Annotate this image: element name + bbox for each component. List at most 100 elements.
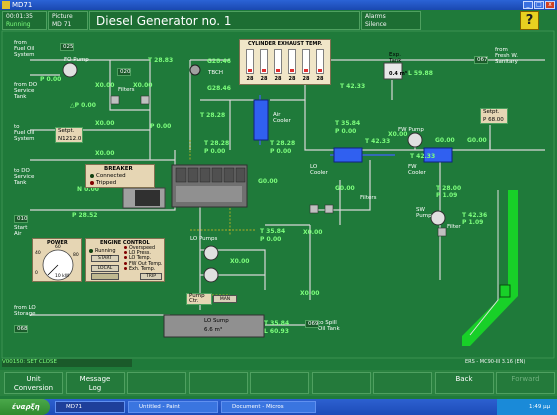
maximize-button[interactable]: □	[534, 1, 544, 9]
lo-filters-label: Filters	[360, 195, 377, 201]
sim-state: Running	[6, 21, 31, 28]
breaker-title: BREAKER	[104, 166, 133, 172]
taskbar-item-document[interactable]: Document - Micros	[221, 401, 316, 413]
picture-label: Picture	[52, 13, 73, 20]
breaker-tripped[interactable]: Tripped	[90, 180, 116, 186]
exp-tank-level: 0.4 m³	[389, 71, 407, 77]
fw-pump-label: FW Pump	[398, 127, 424, 133]
tbch-g1: G28.46	[207, 58, 231, 65]
breaker-panel: BREAKER Connected Tripped	[85, 164, 155, 188]
local-button[interactable]: LOCAL	[91, 265, 119, 272]
tag-068[interactable]: 068	[14, 325, 28, 333]
fo-pressure-2: P 0.00	[150, 123, 172, 130]
exp-tank-label: Exp.Tank	[389, 52, 402, 64]
cylinder-bar-5	[302, 49, 310, 74]
engine-temp-1: T 28.28	[204, 140, 230, 147]
exp-tank-temp: T 42.33	[340, 83, 366, 90]
fw-setpoint-box[interactable]: Setpt. P 68.00	[480, 108, 508, 124]
remote-switch[interactable]	[91, 273, 119, 280]
fkey-9[interactable]: Forward	[496, 372, 555, 394]
cylinder-bar-2	[260, 49, 268, 74]
power-unit: 10 kW	[55, 274, 70, 279]
connected-lamp	[90, 173, 94, 178]
tag-010[interactable]: 010	[14, 215, 28, 223]
fo-valve-1: X0.00	[95, 82, 115, 89]
lo-valve-1: X0.00	[303, 229, 323, 236]
fo-setpoint-box[interactable]: Setpt. N1212.0	[55, 127, 83, 143]
picture-id-box[interactable]: Picture MD 71	[48, 11, 88, 30]
tray-clock: 1:49 μμ	[529, 404, 551, 410]
engine-alarm-5: Exh. Temp.	[124, 266, 155, 272]
lo-pressure-1: P 0.00	[335, 128, 357, 135]
start-button[interactable]: START	[91, 255, 119, 262]
fo-pump-label: FO Pump	[64, 57, 89, 63]
sim-time: 00:01:35	[6, 13, 33, 20]
fresh-water-level: L 59.88	[408, 70, 433, 77]
cylinder-temp-6: 28	[316, 76, 324, 82]
engine-control-title: ENGINE CONTROL	[100, 240, 150, 246]
taskbar-item-paint[interactable]: Untitled - Paint	[128, 401, 218, 413]
tag-069[interactable]: 069	[305, 320, 319, 328]
fw-temp-2: T 42.33	[410, 153, 436, 160]
sw-pressure-1: P 1.09	[436, 192, 458, 199]
running-indicator: Running	[89, 248, 116, 254]
fw-g-2: G0.00	[435, 137, 455, 144]
fkey-5[interactable]	[250, 372, 309, 394]
sw-filter-label: Filter	[447, 224, 461, 230]
fo-valve-3: X0.00	[95, 120, 115, 127]
cylinder-temp-5: 28	[302, 76, 310, 82]
close-button[interactable]: x	[545, 1, 555, 9]
fo-filters-label: Filters	[118, 87, 135, 93]
lo-temp-2: T 35.84	[260, 228, 286, 235]
tag-067[interactable]: 067	[474, 56, 488, 64]
os-taskbar: έναρξη MD71 Untitled - Paint Document - …	[0, 399, 557, 415]
alarm-lamp	[124, 266, 127, 270]
exhaust-temp: T 28.83	[148, 57, 174, 64]
fkey-6[interactable]	[311, 372, 371, 394]
setpoint-label-fw: Setpt.	[483, 109, 500, 115]
setpoint-value: N1212.0	[58, 136, 82, 142]
lo-temp-1: T 35.84	[335, 120, 361, 127]
help-button[interactable]: ?	[520, 11, 539, 30]
fkey-2[interactable]: Message Log	[65, 372, 125, 394]
power-gauge: POWER 0 40 60 80 10 kW	[32, 238, 82, 282]
trip-button[interactable]: TRIP	[140, 273, 162, 280]
power-dial	[42, 249, 74, 281]
engine-alarm-4: FW Out Temp.	[124, 261, 163, 267]
fkey-8[interactable]: Back	[434, 372, 494, 394]
fkey-3[interactable]	[127, 372, 186, 394]
silence-button[interactable]: Silence	[365, 21, 387, 28]
fo-valve-2: X0.00	[133, 82, 153, 89]
power-tick-0: 0	[35, 271, 38, 276]
setpoint-label: Setpt.	[58, 128, 75, 134]
fkey-4[interactable]	[188, 372, 248, 394]
tag-025[interactable]: 025	[60, 43, 74, 51]
lo-valve-2: X0.00	[230, 258, 250, 265]
taskbar-item-md71[interactable]: MD71	[55, 401, 125, 413]
page-title: Diesel Generator no. 1	[89, 11, 360, 30]
fo-valve-4: X0.00	[95, 150, 115, 157]
lo-sump-volume: 6.6 m³	[204, 327, 223, 333]
cylinder-bar-fill	[290, 68, 294, 72]
fw-g-4: G0.00	[467, 137, 487, 144]
cylinder-bar-4	[288, 49, 296, 74]
start-menu-button[interactable]: έναρξη	[0, 399, 50, 415]
fkey-1[interactable]: Unit Conversion	[4, 372, 63, 394]
tag-020[interactable]: 020	[117, 68, 131, 76]
cylinder-bar-fill	[304, 68, 308, 72]
alarms-button[interactable]: Alarms	[365, 13, 386, 20]
minimize-button[interactable]: _	[523, 1, 533, 9]
man-button[interactable]: MAN	[213, 295, 237, 303]
window-title: MD71	[12, 1, 33, 9]
breaker-connected[interactable]: Connected	[90, 173, 126, 179]
fkey-7[interactable]	[373, 372, 432, 394]
alarm-box[interactable]: Alarms Silence	[361, 11, 421, 30]
